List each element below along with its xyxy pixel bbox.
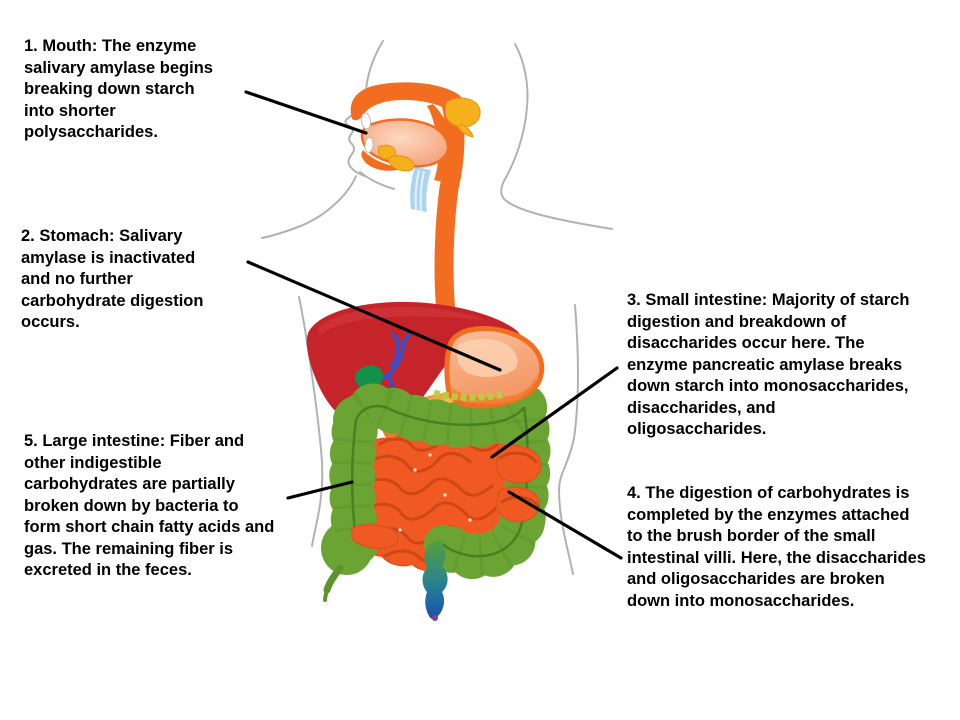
- parotid-gland: [444, 97, 481, 128]
- leader-line-4-villi: [507, 490, 623, 560]
- body-outline: [261, 40, 613, 575]
- tooth-upper: [360, 112, 372, 130]
- head-back-right-shoulder-outline: [500, 43, 613, 230]
- torso-left-outline: [298, 296, 324, 547]
- leader-lines: [244, 90, 623, 560]
- leader-line-3-small-intestine: [490, 366, 619, 459]
- mouth: [350, 82, 481, 183]
- annotation-stomach: 2. Stomach: Salivary amylase is inactiva…: [21, 227, 204, 331]
- small-intestine-overlap-loops: [351, 444, 542, 550]
- rectum: [422, 540, 448, 621]
- leader-line-2-stomach: [246, 260, 502, 372]
- trachea: [410, 167, 431, 212]
- submandibular-gland: [388, 155, 415, 172]
- parotid-lobe: [457, 123, 474, 138]
- annotation-brush-border: 4. The digestion of carbohydrates is com…: [627, 484, 926, 610]
- gallbladder: [354, 365, 383, 390]
- stomach: [444, 326, 545, 409]
- palate-arch: [350, 82, 468, 121]
- annotation-large-intestine: 5. Large intestine: Fiber and other indi…: [24, 432, 275, 579]
- tooth-lower: [364, 137, 374, 153]
- leader-line-1-mouth: [244, 90, 368, 135]
- neck-left-shoulder-outline: [261, 175, 357, 239]
- leader-line-5-large-intestine: [286, 480, 354, 500]
- appendix: [323, 564, 344, 602]
- pancreas-segmented-strip: [433, 389, 503, 401]
- annotation-small-intestine: 3. Small intestine: Majority of starch d…: [627, 291, 910, 438]
- torso-right-outline: [557, 304, 579, 575]
- mouth-floor: [361, 150, 402, 171]
- anus-tip: [432, 615, 438, 621]
- jaw-outline: [359, 171, 395, 190]
- intestine-glints: [398, 453, 472, 532]
- salivary-glands: [377, 97, 481, 172]
- annotation-mouth: 1. Mouth: The enzyme salivary amylase be…: [24, 37, 213, 141]
